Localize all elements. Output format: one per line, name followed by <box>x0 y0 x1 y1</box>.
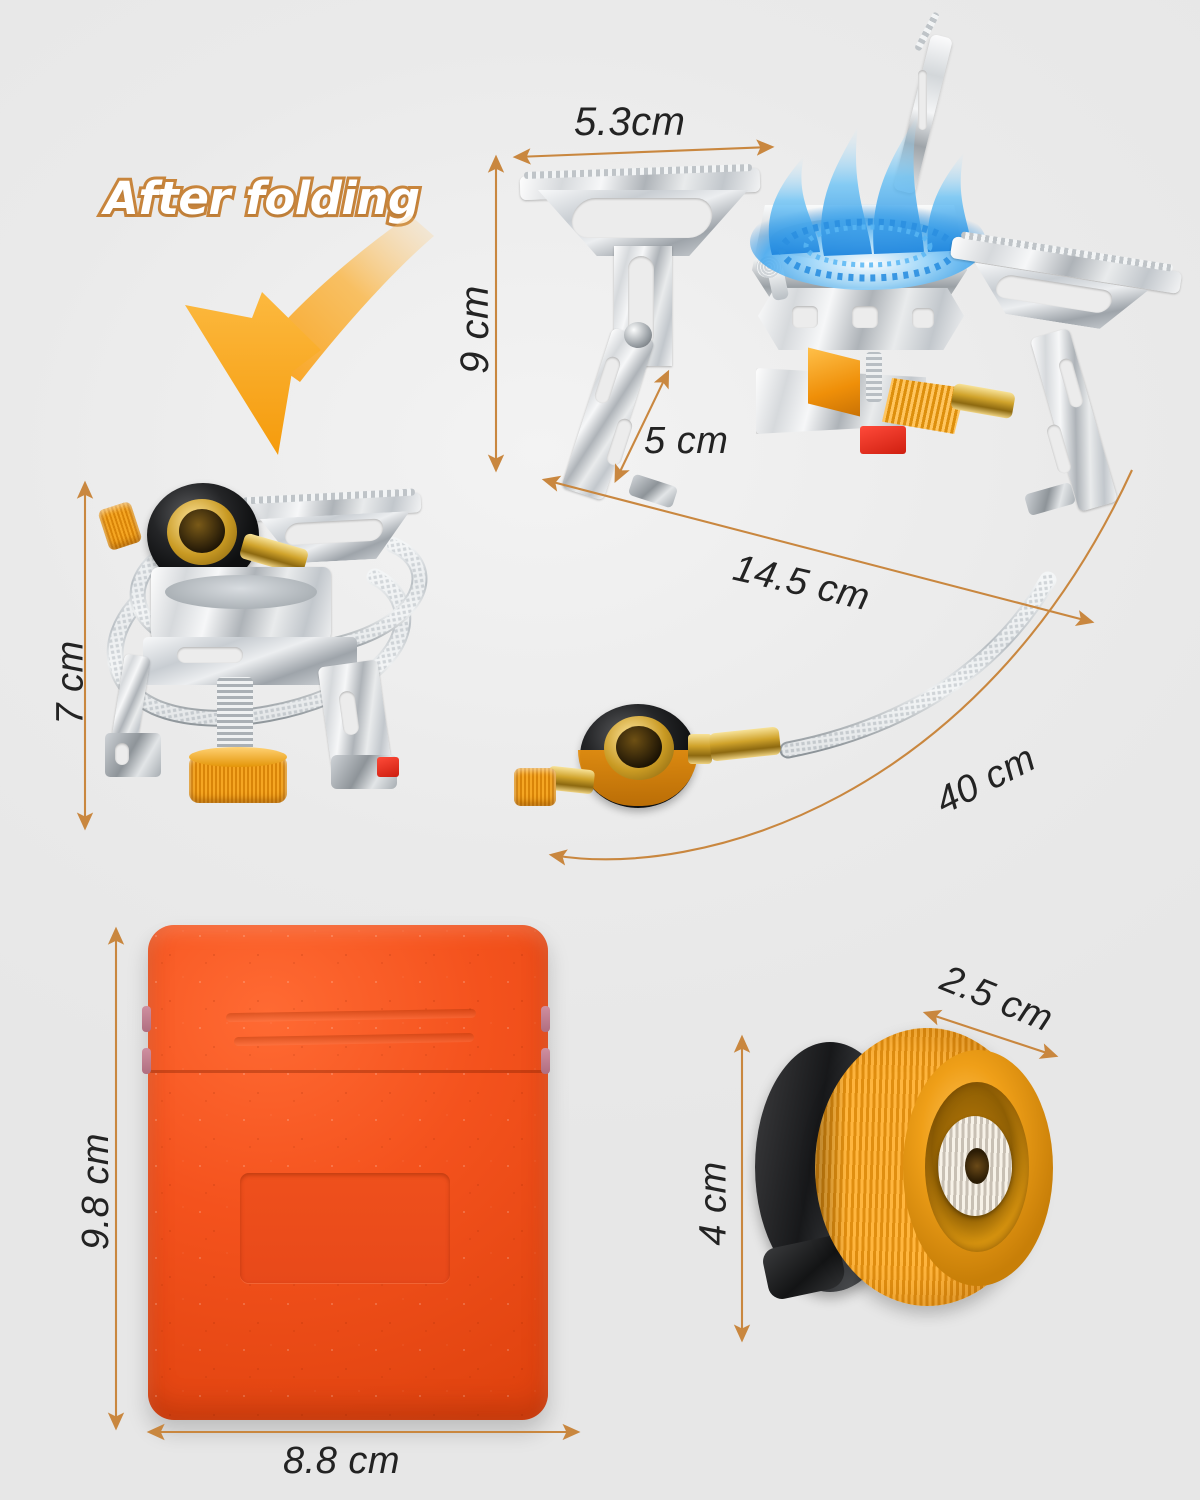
product-adapter <box>755 1020 1065 1320</box>
callout-arrow-head <box>185 292 321 455</box>
dim-label-stove-height: 9 cm <box>452 285 497 374</box>
dim-label-adapter-height: 4 cm <box>692 1161 735 1246</box>
after-folding-headline: After folding <box>101 169 423 228</box>
case-hinge-left <box>142 1006 151 1032</box>
product-stove-folded <box>85 455 485 835</box>
case-hinge-right <box>541 1006 550 1032</box>
dim-label-stove-width: 5.3cm <box>574 100 686 144</box>
dim-label-case-width: 8.8 cm <box>283 1440 401 1482</box>
callout-arrow-tail <box>258 215 434 382</box>
product-case <box>148 925 548 1420</box>
case-hinge-left-2 <box>142 1048 151 1074</box>
dim-label-case-height: 9.8 cm <box>75 1132 118 1251</box>
dim-label-stove-leg: 5 cm <box>644 420 729 462</box>
case-hinge-right-2 <box>541 1048 550 1074</box>
dim-label-folded-height: 7 cm <box>49 640 92 725</box>
